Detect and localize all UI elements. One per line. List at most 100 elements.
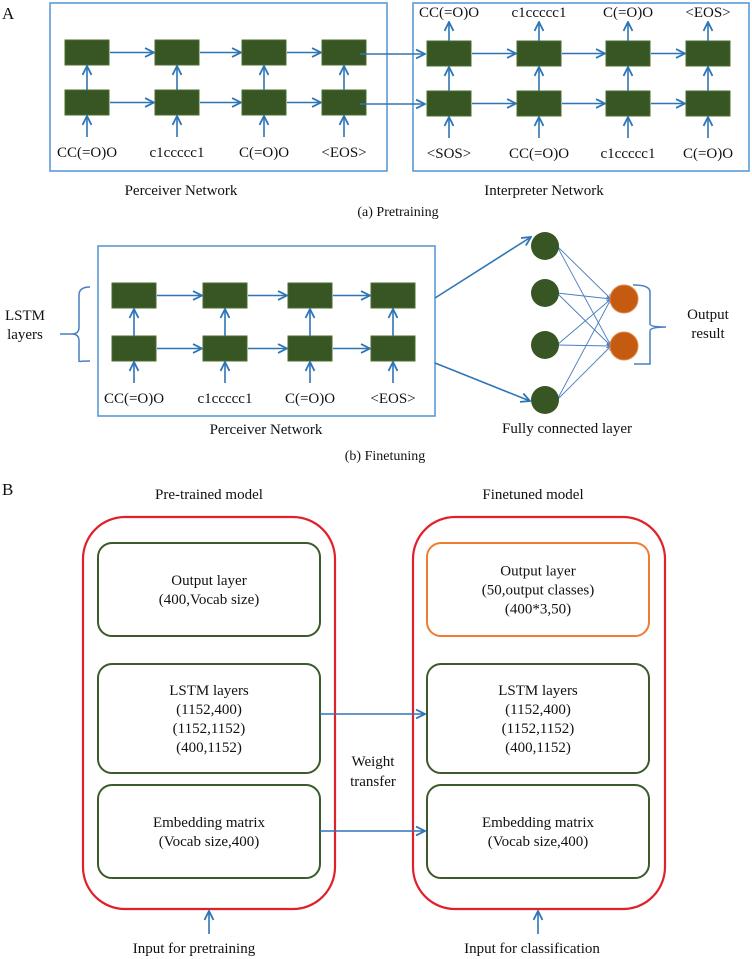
hidden-node	[531, 232, 559, 260]
lstm-cell-upper	[287, 282, 333, 309]
hidden-node	[531, 331, 559, 359]
input-token-label: <EOS>	[370, 391, 415, 407]
lstm-cell-lower	[426, 90, 472, 117]
fully-connected-layer-title: Fully connected layer	[502, 421, 632, 437]
lstm-cell-upper	[516, 40, 562, 67]
embedding-matrix-block	[426, 784, 650, 879]
input-token-label: c1ccccc1	[150, 145, 205, 161]
block-text-line: Output layer	[500, 564, 575, 580]
lstm-layers-label-line1: LSTM	[5, 308, 45, 324]
input-token-label: C(=O)O	[285, 391, 335, 407]
pretrained-model-blocks: Output layer (400,Vocab size) LSTM layers (…	[97, 542, 321, 879]
lstm-cell-lower	[287, 335, 333, 362]
output-layer-block	[426, 542, 650, 637]
lstm-layers-label-line2: layers	[7, 327, 43, 343]
finetune-perceiver-title: Perceiver Network	[210, 422, 323, 438]
finetune-perceiver-cells: CC(=O)O c1ccccc1 C(=O)O <EOS>	[104, 282, 416, 407]
fc-connection	[556, 345, 611, 346]
lstm-cell-upper	[605, 40, 651, 67]
input-token-label: CC(=O)O	[509, 146, 569, 162]
fully-connected-layer	[531, 232, 639, 414]
fc-connection	[556, 245, 611, 299]
perceiver-network-title: Perceiver Network	[125, 183, 238, 199]
lstm-cell-upper	[111, 282, 157, 309]
lstm-cell-upper	[426, 40, 472, 67]
interpreter-network-frame	[412, 2, 750, 172]
finetuned-model-blocks: Output layer (50,output classes) (400*3,50…	[426, 542, 650, 879]
panel-a-label: A	[2, 4, 15, 23]
lstm-layers-block	[97, 663, 321, 774]
lstm-layers-brace	[60, 286, 91, 363]
lstm-cell-lower	[685, 90, 731, 117]
embedding-matrix-block	[97, 784, 321, 879]
output-token-label: C(=O)O	[603, 5, 653, 21]
pretrain-perceiver-cells: CC(=O)O c1ccccc1 C(=O)O <EOS>	[57, 39, 367, 161]
input-token-label: C(=O)O	[239, 145, 289, 161]
output-token-label: c1ccccc1	[512, 5, 567, 21]
block-text-line: (Vocab size,400)	[488, 834, 589, 850]
interpreter-network-title: Interpreter Network	[484, 183, 604, 199]
lstm-cell-upper	[64, 39, 110, 66]
classification-input-label: Input for classification	[464, 941, 600, 957]
fc-connection	[556, 299, 611, 401]
block-text-line: LSTM layers	[169, 683, 249, 699]
lstm-cell-upper	[685, 40, 731, 67]
hidden-node	[531, 279, 559, 307]
block-text-line: Output layer	[171, 573, 246, 589]
output-node	[609, 284, 639, 314]
lstm-cell-lower	[154, 89, 200, 116]
input-token-label: c1ccccc1	[601, 146, 656, 162]
block-text-line: (400,1152)	[176, 740, 242, 756]
block-text-line: (400,Vocab size)	[159, 592, 260, 608]
lstm-cell-lower	[241, 89, 287, 116]
weight-transfer-label-line2: transfer	[350, 774, 396, 790]
block-text-line: LSTM layers	[498, 683, 578, 699]
input-token-label: <EOS>	[321, 145, 366, 161]
lstm-cell-lower	[64, 89, 110, 116]
lstm-cell-lower	[202, 335, 248, 362]
lstm-layers-block	[426, 663, 650, 774]
block-text-line: (50,output classes)	[482, 583, 594, 599]
block-text-line: Embedding matrix	[153, 815, 266, 831]
input-token-label: c1ccccc1	[198, 391, 253, 407]
perceiver-to-fc-bottom-arrow	[434, 362, 530, 401]
block-text-line: (400,1152)	[505, 740, 571, 756]
perceiver-to-fc-top-arrow	[434, 237, 531, 299]
output-layer-block	[97, 542, 321, 637]
lstm-cell-upper	[202, 282, 248, 309]
block-text-line: (1152,400)	[176, 702, 242, 718]
lstm-cell-lower	[321, 89, 367, 116]
finetuned-model-title: Finetuned model	[482, 487, 583, 503]
pretrain-interpreter-cells: <SOS> CC(=O)O CC(=O)O c1ccccc1 c1ccccc1 C(=O)…	[419, 5, 733, 162]
lstm-cell-lower	[111, 335, 157, 362]
pretrained-model-title: Pre-trained model	[155, 487, 263, 503]
input-token-label: CC(=O)O	[57, 145, 117, 161]
pretraining-caption: (a) Pretraining	[357, 205, 438, 220]
lstm-cell-lower	[370, 335, 416, 362]
block-text-line: (Vocab size,400)	[159, 834, 260, 850]
block-text-line: (1152,400)	[505, 702, 571, 718]
output-node	[609, 331, 639, 361]
hidden-node	[531, 386, 559, 414]
perceiver-network-frame	[49, 2, 388, 172]
weight-transfer-label-line1: Weight	[352, 754, 396, 770]
lstm-cell-upper	[154, 39, 200, 66]
fc-connection	[556, 346, 611, 401]
finetuning-caption: (b) Finetuning	[345, 449, 426, 464]
lstm-cell-upper	[241, 39, 287, 66]
block-text-line: Embedding matrix	[482, 815, 595, 831]
block-text-line: (400*3,50)	[505, 602, 571, 618]
pretraining-input-label: Input for pretraining	[133, 941, 256, 957]
finetune-perceiver-frame	[97, 245, 436, 417]
block-text-line: (1152,1152)	[502, 721, 575, 737]
lstm-cell-upper	[321, 39, 367, 66]
fc-connection	[556, 292, 611, 299]
input-token-label: <SOS>	[427, 146, 471, 162]
pretrained-model-container	[81, 515, 337, 911]
block-text-line: (1152,1152)	[173, 721, 246, 737]
input-token-label: CC(=O)O	[104, 391, 164, 407]
output-token-label: CC(=O)O	[419, 5, 479, 21]
fc-connection	[556, 292, 611, 346]
output-result-label-line1: Output	[687, 307, 730, 323]
